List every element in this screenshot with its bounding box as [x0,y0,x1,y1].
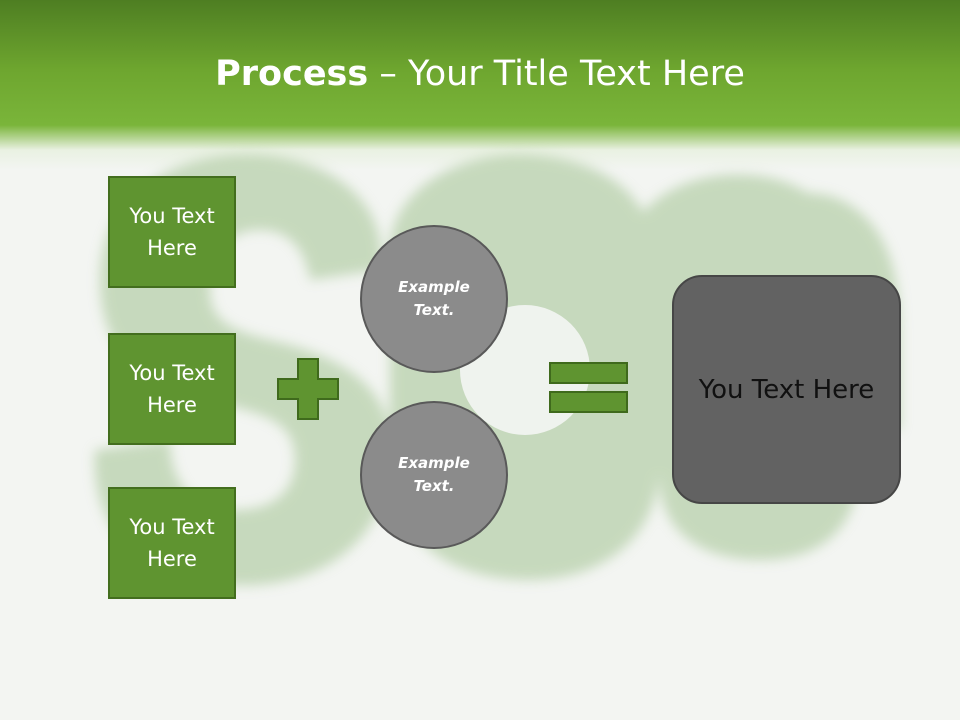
header-band [0,0,960,170]
example-circle-1[interactable]: Example Text. [360,225,508,373]
title-bold: Process [215,54,369,94]
left-box-label: You Text Here [129,361,215,417]
left-box-3[interactable]: You Text Here [108,487,236,599]
circle-label: Example Text. [398,278,470,319]
result-box[interactable]: You Text Here [672,275,901,504]
left-box-label: You Text Here [129,204,215,260]
equals-icon [549,362,628,413]
plus-icon [277,358,339,420]
circle-label: Example Text. [398,454,470,495]
example-circle-2[interactable]: Example Text. [360,401,508,549]
left-box-2[interactable]: You Text Here [108,333,236,445]
result-box-label: You Text Here [698,374,875,405]
slide-title: Process – Your Title Text Here [0,48,960,100]
left-box-label: You Text Here [129,515,215,571]
left-box-1[interactable]: You Text Here [108,176,236,288]
title-rest: – Your Title Text Here [368,54,745,94]
